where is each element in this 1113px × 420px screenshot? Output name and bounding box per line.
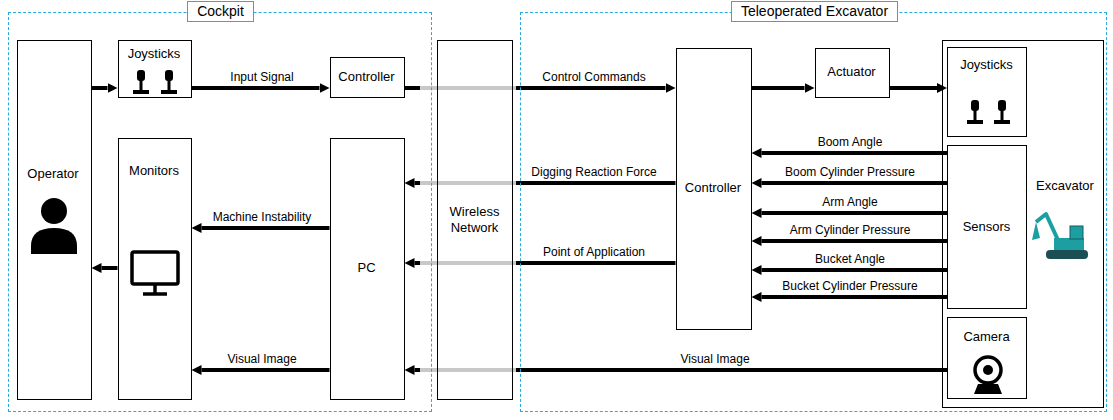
node-label: Joysticks xyxy=(121,46,187,62)
connector xyxy=(762,268,948,272)
node-label: Controller xyxy=(333,69,400,85)
actuator-box: Actuator xyxy=(815,48,890,98)
signal-label: Bucket Cylinder Pressure xyxy=(780,280,919,294)
node-label: Wireless Network xyxy=(441,204,509,235)
signal-label: Input Signal xyxy=(228,71,295,85)
wireless-segment xyxy=(420,86,516,90)
controller-box: Controller xyxy=(330,57,405,98)
connector xyxy=(192,86,320,90)
connector xyxy=(92,86,108,90)
wireless-segment xyxy=(420,368,516,372)
network-box: Wireless Network xyxy=(437,40,513,400)
signal-label: Visual Image xyxy=(225,353,298,367)
connector xyxy=(202,226,330,230)
connector xyxy=(752,86,805,90)
node-label: Joysticks xyxy=(951,57,1023,73)
signal-label: Control Commands xyxy=(540,71,647,85)
excavator-box: Excavator JoysticksSensorsCamera xyxy=(942,40,1104,408)
node-label: PC xyxy=(333,260,400,276)
signal-label: Arm Angle xyxy=(820,196,879,210)
connector xyxy=(762,151,948,155)
joystick-icon xyxy=(967,100,983,124)
sensors-box: Sensors xyxy=(947,145,1027,309)
camera-box: Camera xyxy=(947,317,1027,399)
node-label: Sensors xyxy=(951,219,1023,235)
operator-box: Operator xyxy=(17,40,92,400)
node-label: Excavator xyxy=(1029,178,1101,194)
signal-label: Visual Image xyxy=(678,353,751,367)
controller-box: Controller xyxy=(676,48,752,330)
connector xyxy=(405,86,666,90)
excavator-region: Teleoperated ExcavatorControllerActuator… xyxy=(520,12,1107,412)
signal-label: Boom Angle xyxy=(816,136,885,150)
connector xyxy=(762,181,948,185)
person-icon xyxy=(31,198,77,254)
monitors-box: Monitors xyxy=(118,138,192,400)
signal-label: Digging Reaction Force xyxy=(529,166,658,180)
node-label: Actuator xyxy=(818,64,885,80)
joystick-icon xyxy=(133,70,149,94)
signal-label: Boom Cylinder Pressure xyxy=(783,166,917,180)
node-label: Camera xyxy=(951,329,1023,345)
connector xyxy=(415,261,676,265)
joysticks-box: Joysticks xyxy=(947,47,1027,137)
connector xyxy=(890,86,938,90)
excavator-icon xyxy=(1032,214,1088,259)
cockpit-region: CockpitOperatorJoysticksControllerMonito… xyxy=(8,12,432,412)
node-label: Monitors xyxy=(121,163,187,179)
wireless-segment xyxy=(420,181,516,185)
connector xyxy=(762,211,948,215)
joystick-icon xyxy=(161,70,177,94)
node-label: Operator xyxy=(20,166,87,182)
pc-box: PC xyxy=(330,138,405,400)
connector xyxy=(762,295,948,299)
signal-label: Arm Cylinder Pressure xyxy=(788,224,913,238)
connector xyxy=(415,181,676,185)
connector xyxy=(102,266,118,270)
node-label: Controller xyxy=(679,180,747,196)
connector xyxy=(762,239,948,243)
joysticks-box: Joysticks xyxy=(118,40,192,98)
connector xyxy=(202,368,330,372)
region-title: Cockpit xyxy=(187,1,254,22)
region-title: Teleoperated Excavator xyxy=(731,1,898,22)
connector xyxy=(415,368,948,372)
signal-label: Point of Application xyxy=(541,246,647,260)
wireless-segment xyxy=(420,261,516,265)
joystick-icon xyxy=(994,100,1010,124)
signal-label: Machine Instability xyxy=(211,211,314,225)
signal-label: Bucket Angle xyxy=(813,253,887,267)
camera-icon xyxy=(974,357,1002,394)
monitor-icon xyxy=(132,252,178,294)
